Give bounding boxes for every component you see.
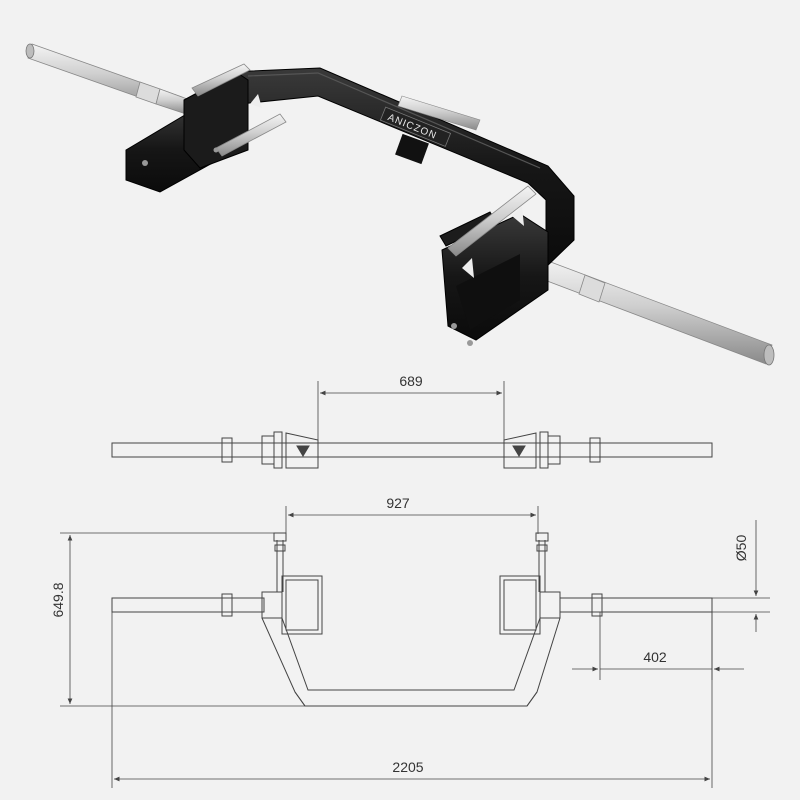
dim-height: 649.8 [50, 532, 305, 707]
dim-402-label: 402 [643, 649, 667, 665]
dim-diameter-label: Ø50 [733, 535, 749, 562]
dim-sleeve-diameter: Ø50 [712, 520, 770, 632]
dim-649-label: 649.8 [50, 582, 66, 617]
left-sleeve [25, 43, 191, 115]
dim-sleeve-length: 402 [572, 612, 744, 680]
dim-2205-label: 2205 [392, 759, 423, 775]
dim-927-label: 927 [386, 495, 410, 511]
dim-total-length: 2205 [111, 612, 713, 788]
right-sleeve [533, 257, 775, 366]
product-render: ANICZON [25, 43, 775, 366]
right-handle-assembly [439, 185, 549, 346]
left-handle-assembly [125, 63, 287, 193]
front-view-drawing [111, 532, 713, 707]
dim-handle-spacing: 689 [317, 373, 505, 440]
top-view-drawing [111, 431, 713, 469]
dim-frame-width: 927 [285, 495, 539, 534]
dim-689-label: 689 [399, 373, 423, 389]
